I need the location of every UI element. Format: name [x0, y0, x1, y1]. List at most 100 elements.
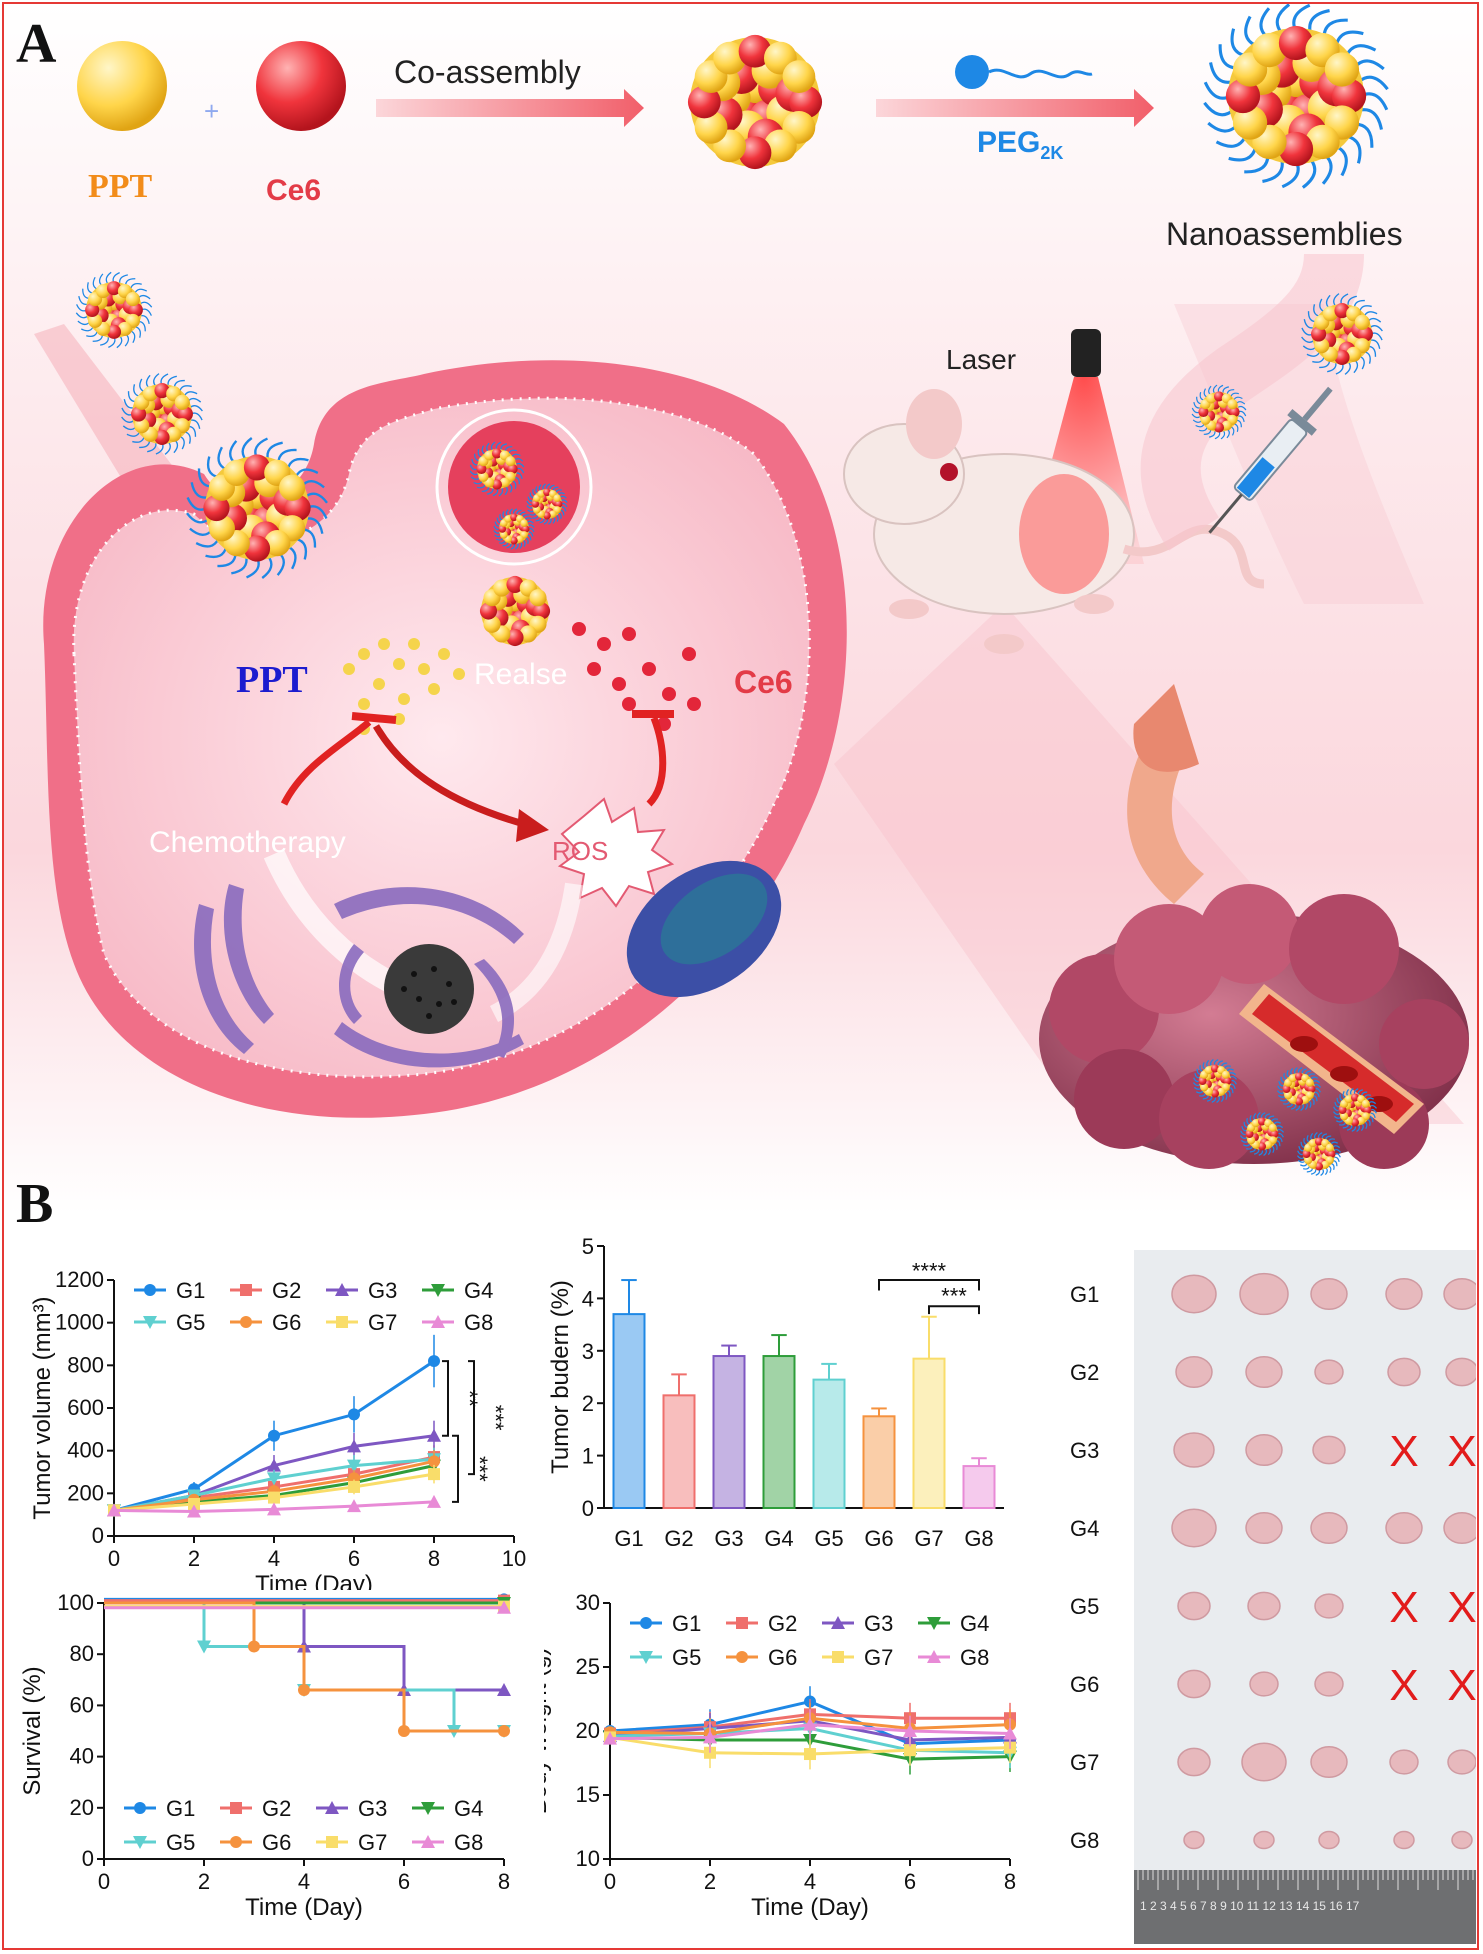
data-point — [927, 1650, 941, 1663]
bar-G4 — [762, 1355, 796, 1510]
tumor-sample — [1314, 1671, 1344, 1697]
x-tick-label: 6 — [348, 1546, 360, 1571]
legend-label: G5 — [672, 1645, 701, 1670]
tumor-sample — [1318, 1830, 1340, 1850]
data-point — [230, 1836, 242, 1848]
coassembly-arrow — [376, 89, 644, 127]
dead-mouse-x-mark: X — [1447, 1583, 1476, 1632]
data-point — [267, 1458, 281, 1472]
data-point — [831, 1616, 845, 1629]
data-point — [427, 1428, 441, 1442]
nanoparticle-icon — [186, 437, 328, 579]
tumor-sample — [1443, 1277, 1477, 1311]
y-tick-label: 80 — [70, 1641, 94, 1666]
nanoparticle-icon — [687, 34, 823, 170]
data-point — [187, 1504, 201, 1518]
tumor-sample — [1173, 1432, 1215, 1468]
coassembly-label: Co-assembly — [394, 54, 581, 90]
bar-G8 — [962, 1465, 996, 1509]
x-tick-label: G1 — [614, 1526, 643, 1551]
y-tick-label: 30 — [576, 1590, 600, 1615]
nanoparticle-icon — [1296, 1131, 1342, 1177]
realse-label: Realse — [474, 658, 568, 691]
x-tick-label: 8 — [428, 1546, 440, 1571]
tumor-sample — [1183, 1830, 1205, 1850]
photo-row-label: G5 — [1070, 1594, 1099, 1619]
data-point — [398, 1725, 410, 1737]
significance-bracket — [442, 1360, 449, 1437]
x-tick-label: G8 — [964, 1526, 993, 1551]
panel-b-label: B — [16, 1173, 54, 1235]
photo-row-label: G3 — [1070, 1438, 1099, 1463]
y-axis-label: Survival (%) — [19, 1666, 46, 1795]
x-tick-label: 10 — [502, 1546, 526, 1571]
data-point — [347, 1459, 361, 1473]
data-point — [640, 1617, 652, 1629]
tumor-sample — [1247, 1591, 1281, 1621]
x-tick-label: 8 — [1004, 1869, 1016, 1894]
tumor-sample — [1393, 1830, 1415, 1850]
laser-label: Laser — [946, 344, 1017, 375]
y-tick-label: 200 — [67, 1480, 104, 1505]
mouse-icon — [843, 389, 1265, 654]
data-point — [431, 1315, 445, 1328]
y-tick-label: 600 — [67, 1395, 104, 1420]
data-point — [832, 1651, 844, 1663]
photo-row-label: G7 — [1070, 1750, 1099, 1775]
data-point — [230, 1802, 242, 1814]
y-tick-label: 1000 — [55, 1310, 104, 1335]
data-point — [298, 1684, 310, 1697]
tumor-sample — [1451, 1830, 1473, 1850]
tumor-sample — [1447, 1749, 1477, 1775]
data-point — [325, 1801, 339, 1814]
bar-G7 — [912, 1357, 946, 1509]
tumor-sample — [1310, 1745, 1348, 1779]
tumor-sample — [1171, 1508, 1217, 1548]
legend-label: G3 — [368, 1278, 397, 1303]
significance-bracket — [878, 1279, 980, 1291]
legend-label: G3 — [864, 1611, 893, 1636]
y-tick-label: 0 — [92, 1523, 104, 1548]
chemotherapy-label: Chemotherapy — [149, 826, 346, 859]
data-point — [240, 1316, 252, 1328]
data-point — [421, 1835, 435, 1848]
nanoparticle-icon — [1332, 1087, 1378, 1133]
photo-row-label: G4 — [1070, 1516, 1099, 1541]
data-point — [904, 1744, 916, 1757]
nanoparticle-icon — [75, 271, 153, 349]
bar-G2 — [662, 1394, 696, 1509]
data-point — [804, 1748, 816, 1761]
tumor-sample — [1245, 1355, 1283, 1389]
data-point — [428, 1355, 440, 1368]
data-point — [335, 1283, 349, 1296]
legend-label: G5 — [176, 1310, 205, 1335]
data-point — [347, 1499, 361, 1513]
y-tick-label: 4 — [582, 1286, 594, 1311]
laser-device-icon — [1071, 329, 1101, 377]
y-tick-label: 0 — [582, 1496, 594, 1521]
data-point — [497, 1600, 511, 1614]
tumor-sample — [1443, 1511, 1477, 1545]
x-tick-label: G6 — [864, 1526, 893, 1551]
x-tick-label: 0 — [604, 1869, 616, 1894]
er-organelle-icon — [194, 884, 524, 1068]
y-tick-label: 20 — [576, 1718, 600, 1743]
y-tick-label: 10 — [576, 1846, 600, 1871]
legend-label: G6 — [262, 1830, 291, 1855]
x-axis-label: Time (Day) — [245, 1894, 363, 1921]
plus-sign: + — [204, 96, 220, 126]
tumor-sample — [1177, 1591, 1211, 1621]
x-tick-label: 0 — [98, 1869, 110, 1894]
nanoparticle-icon — [1239, 1111, 1285, 1157]
photo-row-label: G6 — [1070, 1672, 1099, 1697]
ros-label: ROS — [552, 836, 609, 866]
ce6-release-dots — [572, 622, 701, 731]
y-tick-label: 1200 — [55, 1267, 104, 1292]
legend-label: G8 — [960, 1645, 989, 1670]
nanoparticle-icon — [493, 508, 535, 550]
nanoparticle-icon — [1276, 1066, 1322, 1112]
data-point — [1003, 1726, 1017, 1740]
